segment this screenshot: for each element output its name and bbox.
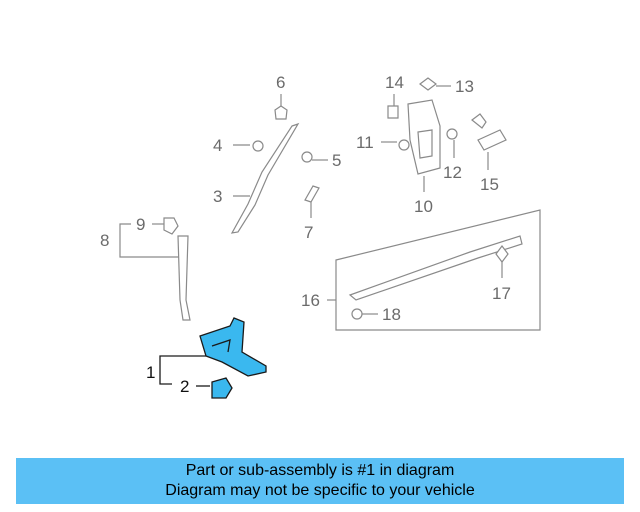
callout-6: 6: [276, 73, 285, 92]
callout-7: 7: [304, 223, 313, 242]
banner-line-1: Part or sub-assembly is #1 in diagram: [185, 462, 455, 479]
callout-13: 13: [455, 77, 474, 96]
callout-10: 10: [414, 197, 433, 216]
part-6: 6: [274, 73, 288, 120]
callout-8: 8: [100, 231, 109, 250]
part-13: 13: [419, 77, 474, 96]
part-11: 11: [356, 133, 410, 152]
part-3: 3: [213, 122, 300, 234]
part-10: 10: [407, 99, 441, 216]
part-8-9: 8 9: [100, 215, 191, 321]
callout-4: 4: [213, 136, 222, 155]
callout-12: 12: [443, 163, 462, 182]
banner-line-2: Diagram may not be specific to your vehi…: [165, 482, 475, 499]
part-12: 12: [443, 128, 462, 182]
parts-diagram: 6 4 5 3 7 8 9 14 1: [100, 73, 541, 399]
part-4: 4: [213, 136, 264, 155]
part-16: 16: [301, 209, 541, 331]
callout-15: 15: [480, 175, 499, 194]
callout-2: 2: [180, 377, 189, 396]
part-7: 7: [304, 185, 320, 242]
part-17: 17: [492, 245, 511, 303]
part-1: 1: [146, 317, 267, 385]
part-15: 15: [471, 113, 507, 194]
callout-5: 5: [332, 151, 341, 170]
part-5: 5: [301, 151, 341, 170]
callout-16: 16: [301, 291, 320, 310]
part-2: 2: [180, 377, 233, 399]
callout-11: 11: [356, 133, 374, 152]
callout-1: 1: [146, 363, 155, 382]
callout-3: 3: [213, 187, 222, 206]
part-18: 18: [351, 305, 401, 324]
part-14: 14: [385, 73, 404, 119]
callout-17: 17: [492, 284, 511, 303]
info-banner: Part or sub-assembly is #1 in diagram Di…: [16, 458, 624, 504]
callout-18: 18: [382, 305, 401, 324]
callout-14: 14: [385, 73, 404, 92]
callout-9: 9: [136, 215, 145, 234]
